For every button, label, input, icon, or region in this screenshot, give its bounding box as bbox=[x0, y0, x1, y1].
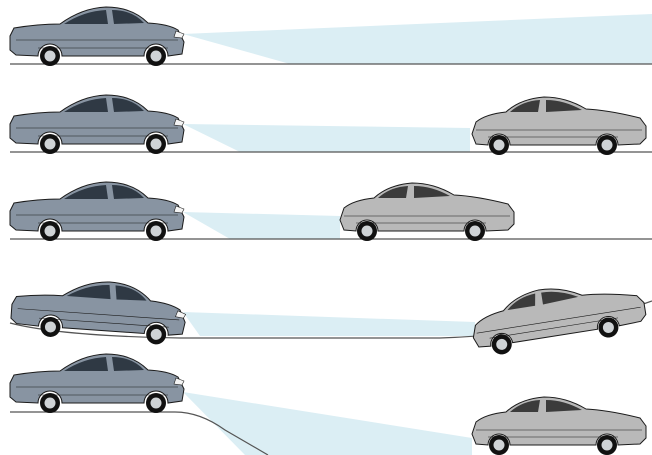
scenario-dip bbox=[10, 354, 646, 455]
scenario-vehicle-near bbox=[10, 182, 652, 241]
oncoming-car bbox=[340, 183, 514, 241]
light-beam bbox=[183, 312, 475, 336]
light-beam bbox=[183, 14, 652, 64]
scenario-open-road bbox=[10, 7, 652, 66]
oncoming-car bbox=[468, 274, 649, 359]
scenario-crest bbox=[10, 274, 652, 359]
light-beam bbox=[183, 392, 472, 455]
ego-car bbox=[10, 354, 184, 413]
ego-car bbox=[10, 95, 184, 154]
light-beam bbox=[183, 212, 340, 239]
light-beam bbox=[183, 124, 470, 152]
oncoming-car bbox=[472, 397, 646, 455]
ego-car bbox=[10, 7, 184, 66]
oncoming-car bbox=[472, 97, 646, 155]
ego-car bbox=[10, 182, 184, 241]
ego-car bbox=[10, 275, 188, 346]
scenario-vehicle-far bbox=[10, 95, 652, 155]
